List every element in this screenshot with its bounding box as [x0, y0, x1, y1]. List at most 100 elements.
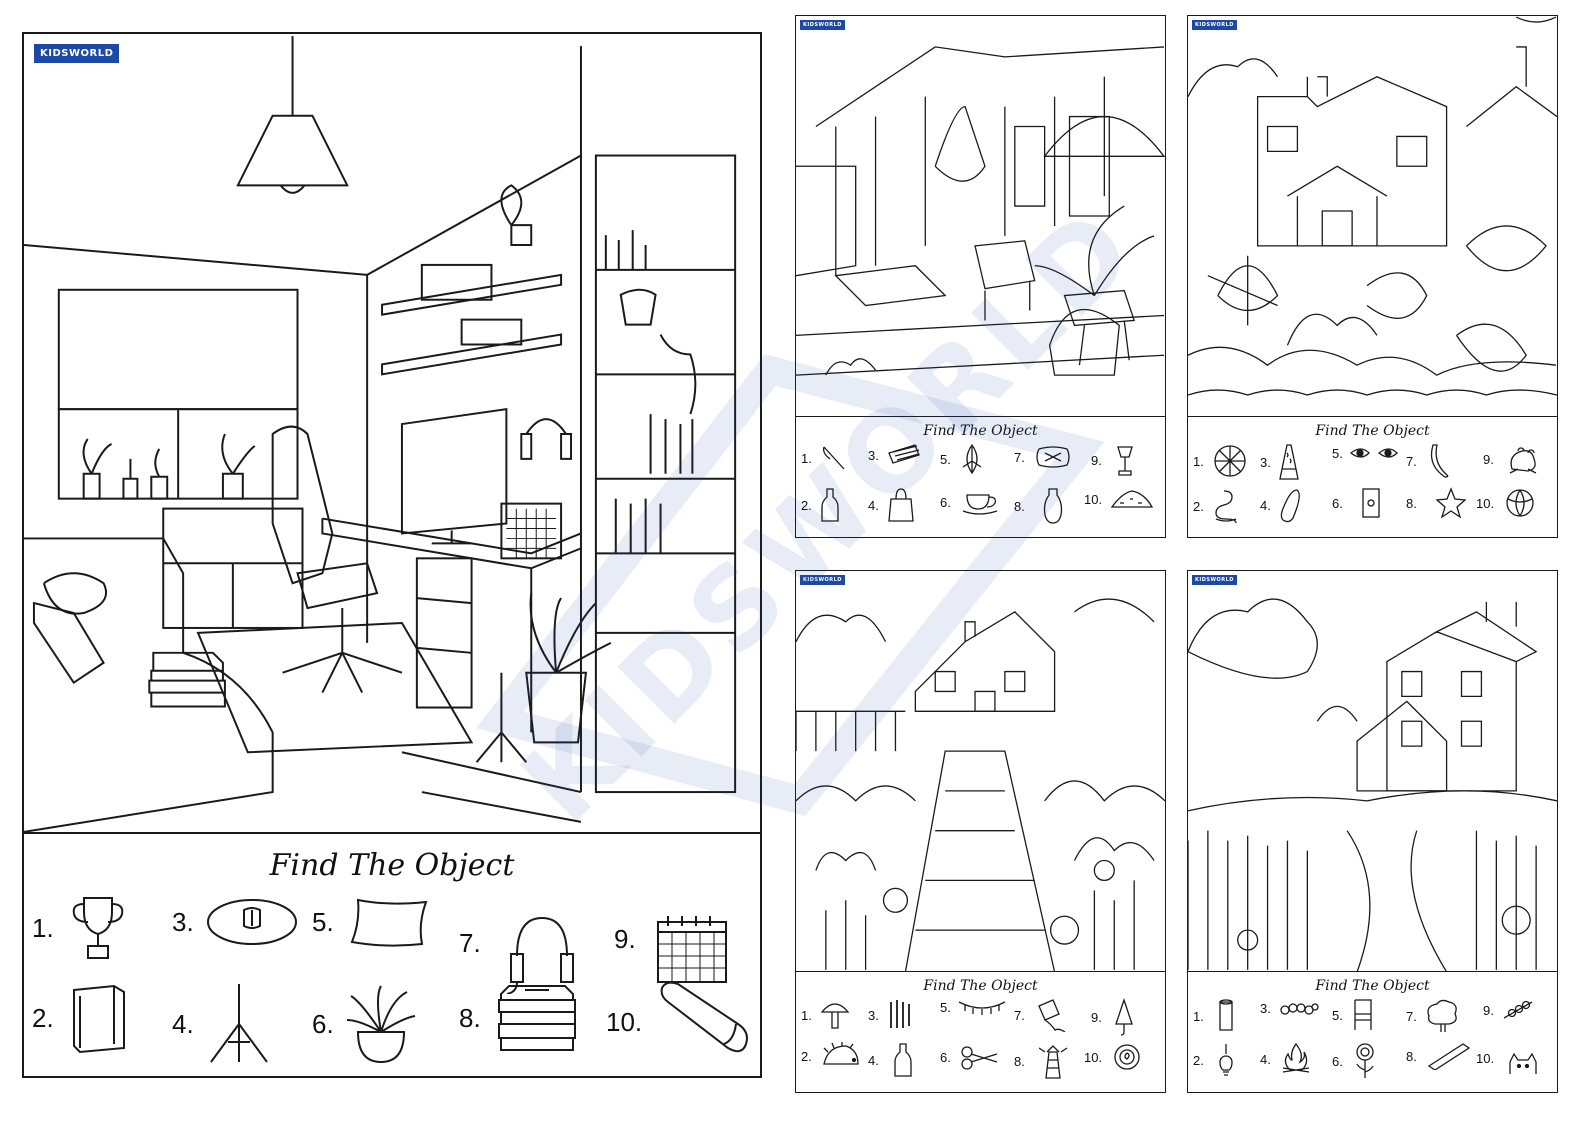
list-item: 2.: [801, 487, 840, 523]
lava-lamp-icon: [1279, 443, 1299, 481]
bedroom-scene: [24, 36, 737, 833]
scene-illustration: [1188, 16, 1557, 418]
cat-icon: [1508, 1052, 1538, 1074]
list-item: 5.: [312, 892, 434, 952]
cup-icon: [961, 487, 999, 517]
starfish-icon: [1435, 487, 1467, 519]
list-item: 7.: [459, 892, 577, 994]
list-item: 9.: [1091, 443, 1136, 477]
list-item: 7.: [1406, 998, 1459, 1034]
list-item: 1.: [32, 892, 130, 964]
item-number: 4.: [1260, 497, 1271, 513]
list-item: 6.: [1332, 1042, 1379, 1080]
cushion-icon: [1035, 443, 1071, 471]
list-item: 9.: [614, 892, 732, 986]
item-number: 4.: [868, 497, 879, 513]
sunflower-icon: [1351, 1042, 1379, 1080]
bottle-icon: [820, 487, 840, 523]
list-item: 3.: [1260, 998, 1319, 1018]
mouse-icon: [204, 892, 300, 952]
list-item: 9.: [1091, 998, 1134, 1036]
item-number: 4.: [868, 1052, 879, 1068]
item-number: 5.: [1332, 445, 1343, 461]
list-item: 10.: [1476, 1042, 1538, 1074]
item-number: 3.: [172, 906, 194, 937]
bag-icon: [887, 487, 915, 523]
list-item: 4.: [1260, 1042, 1311, 1076]
find-object-panel: Find The Object 1. 2. 3. 4. 5. 6. 7. 8. …: [796, 971, 1165, 1092]
list-item: 4.: [1260, 487, 1303, 523]
banana-icon: [1427, 443, 1451, 479]
patio-scene: [796, 46, 1165, 376]
calendar-icon: [652, 912, 732, 986]
kite-icon: [1035, 998, 1069, 1032]
item-number: 3.: [868, 1007, 879, 1023]
sand-pile-icon: [1110, 487, 1154, 511]
scene-illustration: [796, 16, 1165, 418]
item-number: 1.: [801, 450, 812, 466]
list-item: 8.: [1014, 487, 1063, 525]
list-item: 4.: [172, 982, 274, 1066]
list-item: 5.: [1332, 998, 1375, 1032]
item-number: 10.: [1476, 1050, 1495, 1066]
item-number: 4.: [1260, 1051, 1271, 1067]
umbrella-icon: [1114, 998, 1134, 1036]
list-item: 9.: [1483, 998, 1534, 1022]
item-number: 7.: [459, 927, 481, 958]
brand-logo: KIDSWORLD: [800, 575, 845, 585]
garden-path-scene: [796, 598, 1165, 973]
item-number: 6.: [940, 1049, 951, 1065]
list-item: 5.: [940, 443, 983, 475]
bottle-icon: [893, 1042, 913, 1078]
item-number: 3.: [1260, 454, 1271, 470]
find-object-panel: Find The Object 1. 2. 3. 4. 5. 6. 7. 8. …: [1188, 416, 1557, 537]
item-number: 8.: [1406, 495, 1417, 511]
panel-title: Find The Object: [923, 423, 1038, 439]
worksheet-garden-path: KIDSWORLD Find The Object 1. 2. 3. 4.: [795, 570, 1166, 1093]
headphones-icon: [506, 914, 577, 994]
list-item: 5.: [1332, 443, 1399, 463]
list-item: 10.: [606, 982, 750, 1062]
item-number: 8.: [459, 1002, 481, 1033]
rose-icon: [1112, 1042, 1142, 1072]
list-item: 3.: [1260, 443, 1299, 481]
list-item: 10.: [1476, 487, 1536, 519]
list-item: 4.: [868, 1042, 913, 1078]
list-item: 2.: [1193, 487, 1240, 525]
brand-logo: KIDSWORLD: [800, 20, 845, 30]
item-number: 1.: [1193, 1008, 1204, 1024]
find-object-panel: Find The Object 1. 2. 3. 4.: [24, 832, 760, 1076]
caterpillar-icon: [1279, 998, 1319, 1018]
cabbage-icon: [1504, 487, 1536, 519]
item-number: 6.: [1332, 1053, 1343, 1069]
skewer-icon: [1502, 998, 1534, 1022]
find-object-panel: Find The Object 1. 2. 3. 4. 5. 6. 7. 8. …: [796, 416, 1165, 537]
item-number: 9.: [1483, 1002, 1494, 1018]
item-number: 8.: [1406, 1048, 1417, 1064]
list-item: 10.: [1084, 487, 1154, 511]
lighthouse-icon: [1038, 1042, 1069, 1080]
item-number: 7.: [1014, 449, 1025, 465]
pickle-icon: [1279, 487, 1303, 523]
item-number: 2.: [1193, 498, 1204, 514]
item-number: 8.: [1014, 498, 1025, 514]
list-item: 9.: [1483, 443, 1540, 475]
list-item: 2.: [801, 1042, 860, 1070]
list-item: 10.: [1084, 1042, 1142, 1072]
lamp-icon: [1114, 443, 1136, 477]
item-number: 10.: [1084, 491, 1103, 507]
list-item: 6.: [940, 1042, 999, 1072]
item-number: 2.: [801, 1048, 812, 1064]
panel-title: Find The Object: [269, 848, 515, 883]
list-item: 1.: [1193, 998, 1236, 1034]
item-number: 4.: [172, 1008, 194, 1039]
item-number: 10.: [606, 1006, 643, 1037]
item-number: 9.: [614, 923, 636, 954]
list-item: 1.: [801, 998, 850, 1032]
scene-illustration: [24, 34, 760, 836]
brand-logo: KIDSWORLD: [1192, 575, 1237, 585]
item-number: 1.: [1193, 453, 1204, 469]
hedgehog-icon: [820, 1042, 860, 1070]
list-item: 8.: [1014, 1042, 1069, 1080]
item-number: 9.: [1091, 452, 1102, 468]
